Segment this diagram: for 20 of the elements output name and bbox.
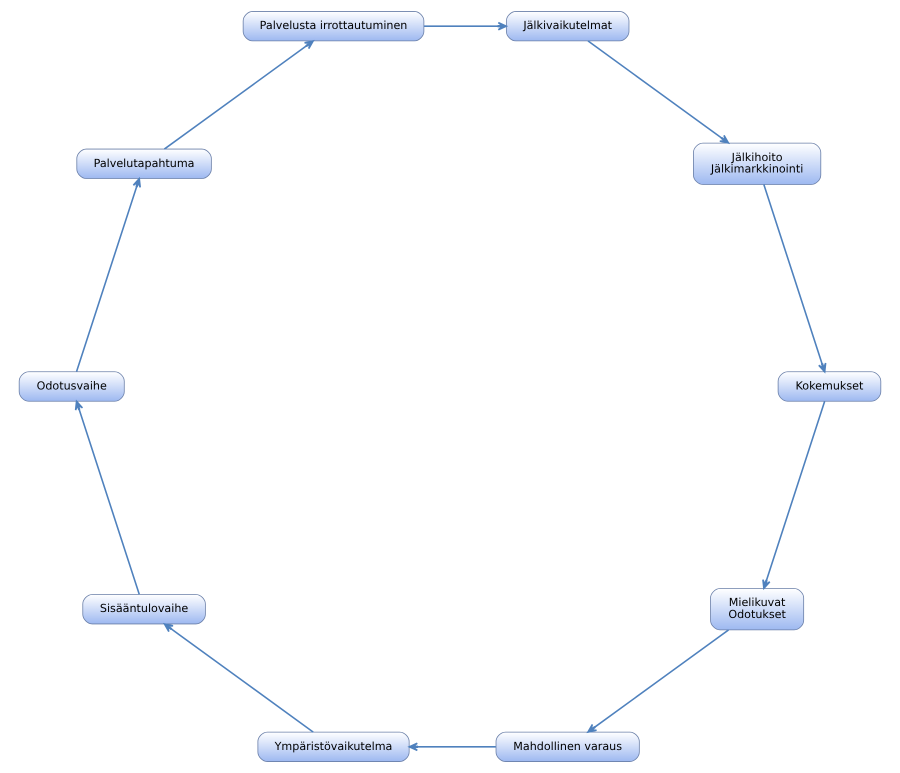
node-box: Jälkihoito Jälkimarkkinointi <box>693 142 822 185</box>
node-box: Jälkivaikutelmat <box>506 11 630 42</box>
arrow <box>164 623 314 733</box>
arrow <box>424 22 508 31</box>
arrow <box>763 184 826 373</box>
node-box: Mielikuvat Odotukset <box>710 588 804 630</box>
arrow <box>76 178 141 372</box>
arrow <box>408 742 496 752</box>
arrow <box>164 40 314 150</box>
node-box: Kokemukset <box>778 371 882 402</box>
node-box: Ympäristövaikutelma <box>257 732 410 762</box>
arrow <box>587 629 729 733</box>
arrow <box>762 401 826 590</box>
node-box: Odotusvaihe <box>18 371 125 402</box>
node-box: Palvelutapahtuma <box>76 148 212 179</box>
node-box: Mahdollinen varaus <box>496 732 640 762</box>
arrow <box>74 400 140 594</box>
arrow <box>587 40 730 144</box>
node-box: Palvelusta irrottautuminen <box>242 11 424 42</box>
node-box: Sisääntulovaihe <box>82 594 206 624</box>
